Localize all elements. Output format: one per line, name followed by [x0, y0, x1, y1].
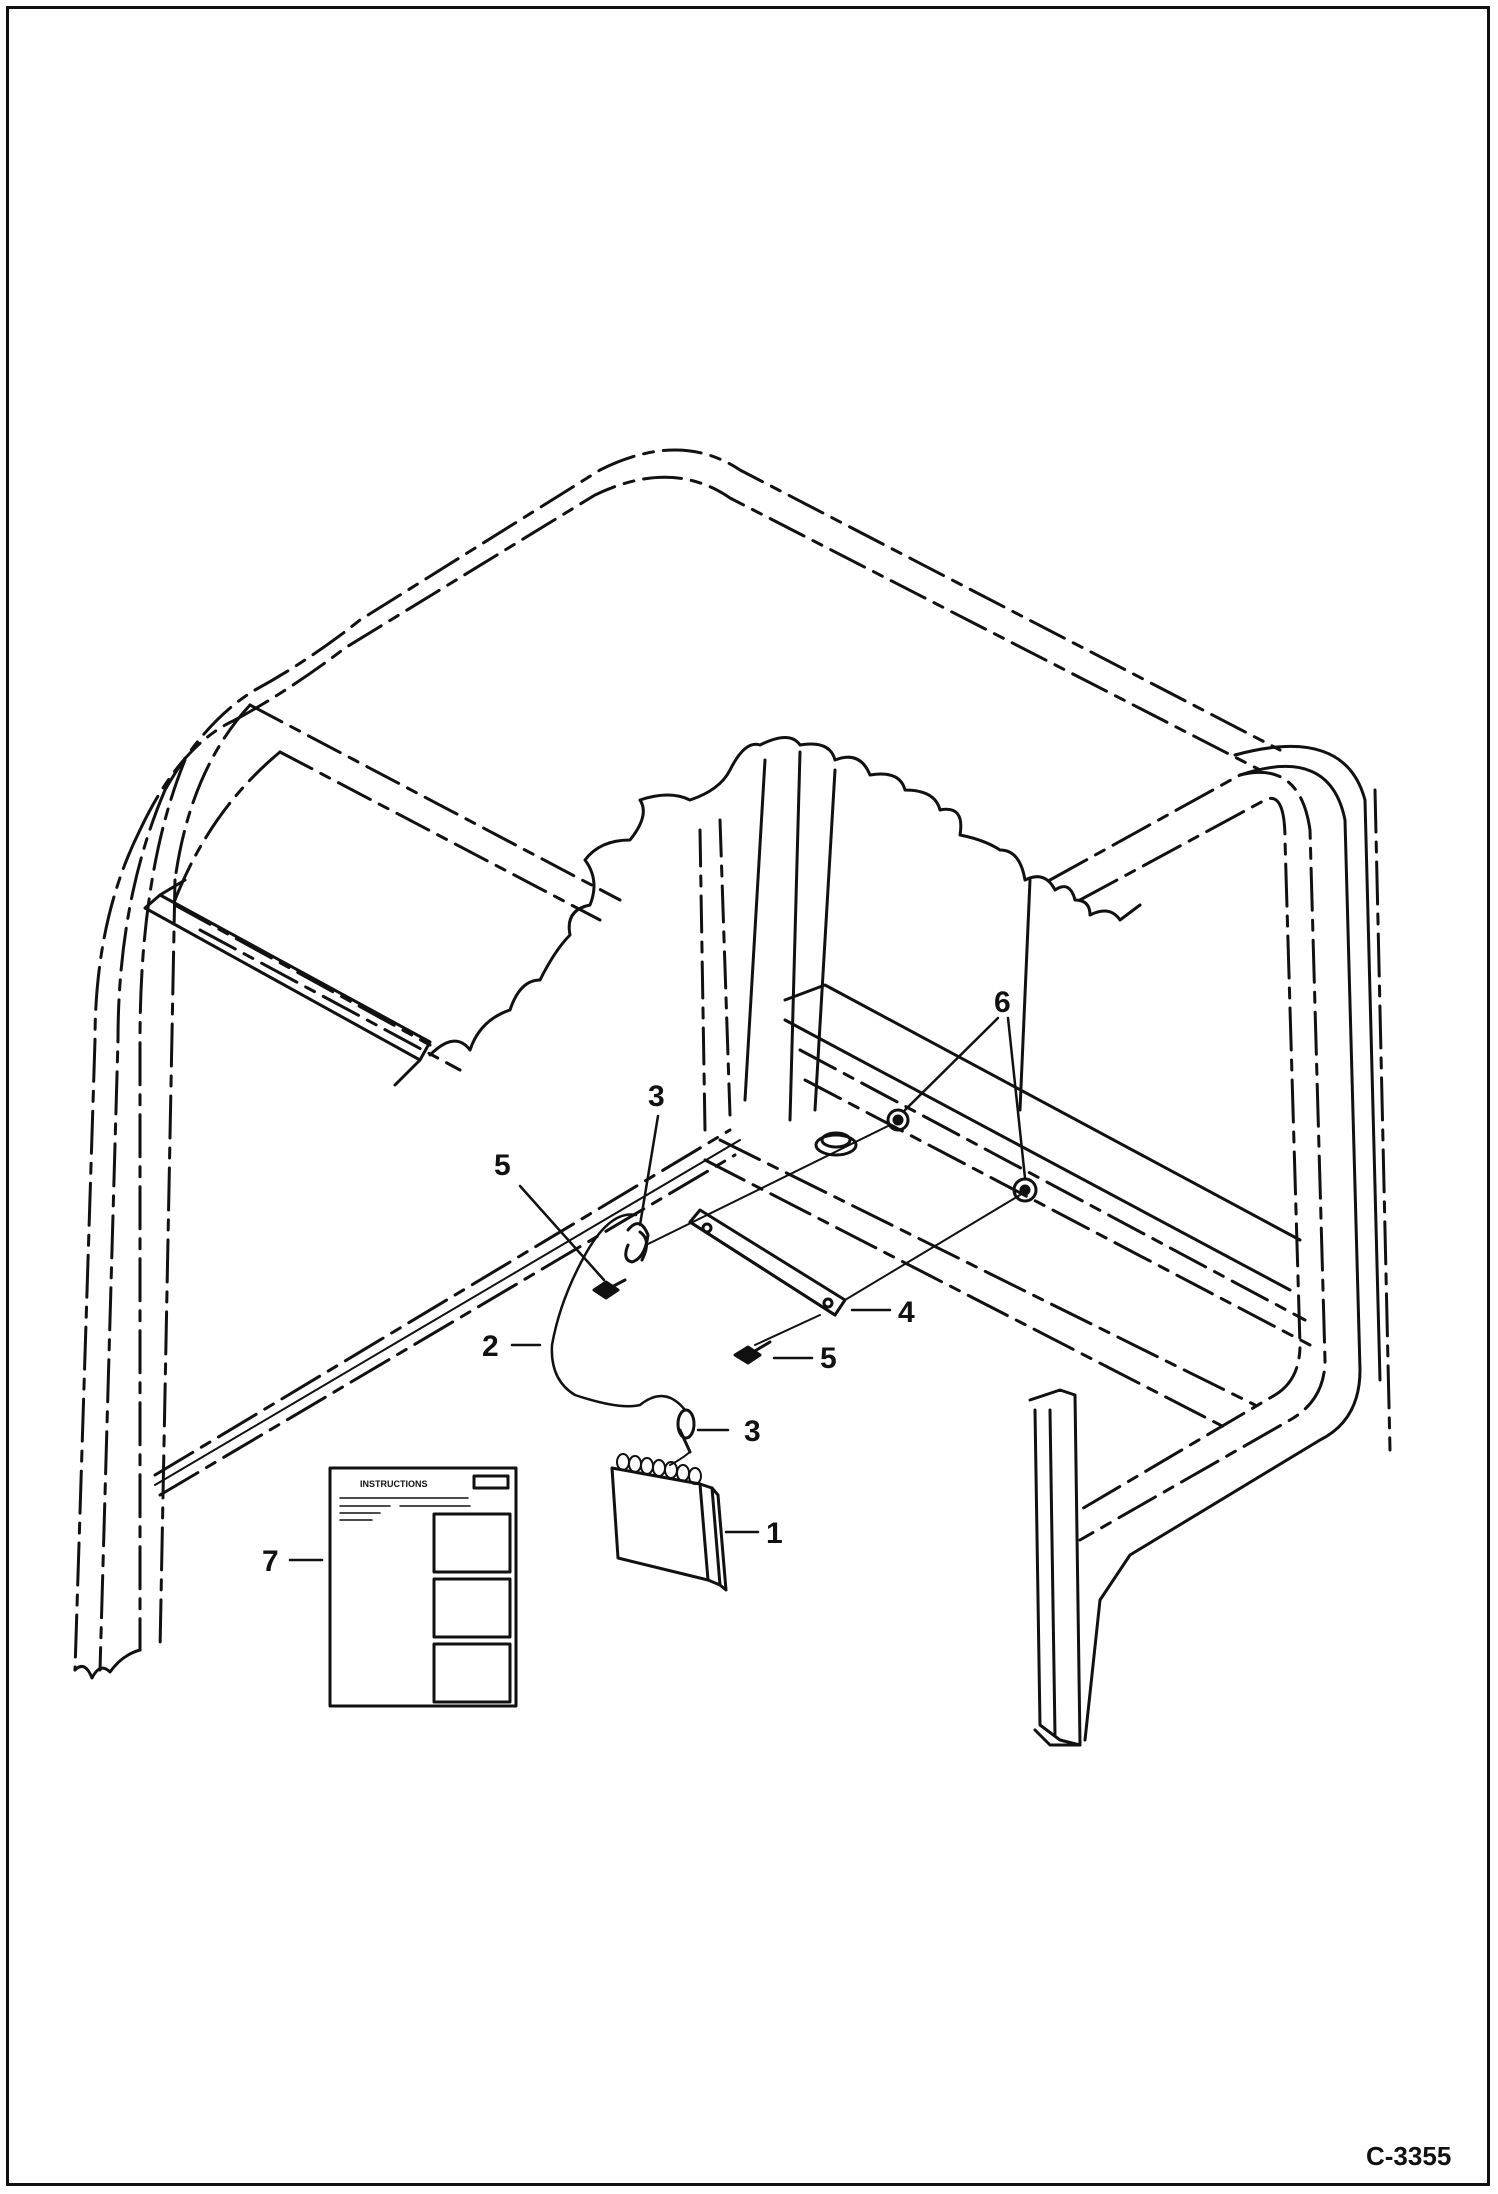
cutaway-edge	[428, 736, 1142, 1057]
cable	[550, 1213, 687, 1412]
right-arch-outer	[1083, 764, 1362, 1742]
rear-post	[743, 750, 1032, 1122]
page-border	[6, 6, 1490, 2186]
left-post-break	[73, 1648, 142, 1680]
callout-3-bottom: 3	[744, 1415, 761, 1448]
callout-5-right: 5	[820, 1342, 837, 1375]
callout-6: 6	[994, 986, 1011, 1019]
mounting-bracket	[688, 1208, 847, 1317]
left-shelf	[143, 878, 432, 1087]
callout-1: 1	[766, 1517, 783, 1550]
left-arch	[73, 703, 282, 1672]
canopy-roof	[138, 448, 1282, 832]
callout-5-left: 5	[494, 1149, 511, 1182]
top-cross-rail	[248, 703, 622, 922]
instruction-sheet-heading: INSTRUCTIONS	[360, 1479, 428, 1489]
front-right-post	[1028, 1388, 1082, 1747]
frame-stud	[814, 1131, 858, 1157]
cable-clamp	[676, 1408, 696, 1454]
right-arch	[1048, 770, 1392, 1542]
assembly-line	[645, 1124, 1021, 1346]
callout-2: 2	[482, 1330, 499, 1363]
floor-frame	[153, 1128, 1257, 1497]
bolt	[592, 1278, 772, 1365]
callout-4: 4	[898, 1296, 915, 1329]
callout-7: 7	[262, 1545, 279, 1578]
instruction-sheet	[328, 1466, 518, 1708]
callout-3-top: 3	[648, 1080, 665, 1113]
nut	[886, 1108, 1038, 1203]
figure-id: C-3355	[1366, 2141, 1451, 2171]
leader-lines	[288, 1016, 1027, 1562]
manual-holder	[610, 1453, 728, 1592]
mid-cross-rail	[783, 983, 1302, 1292]
cable-clamp	[624, 1222, 650, 1264]
